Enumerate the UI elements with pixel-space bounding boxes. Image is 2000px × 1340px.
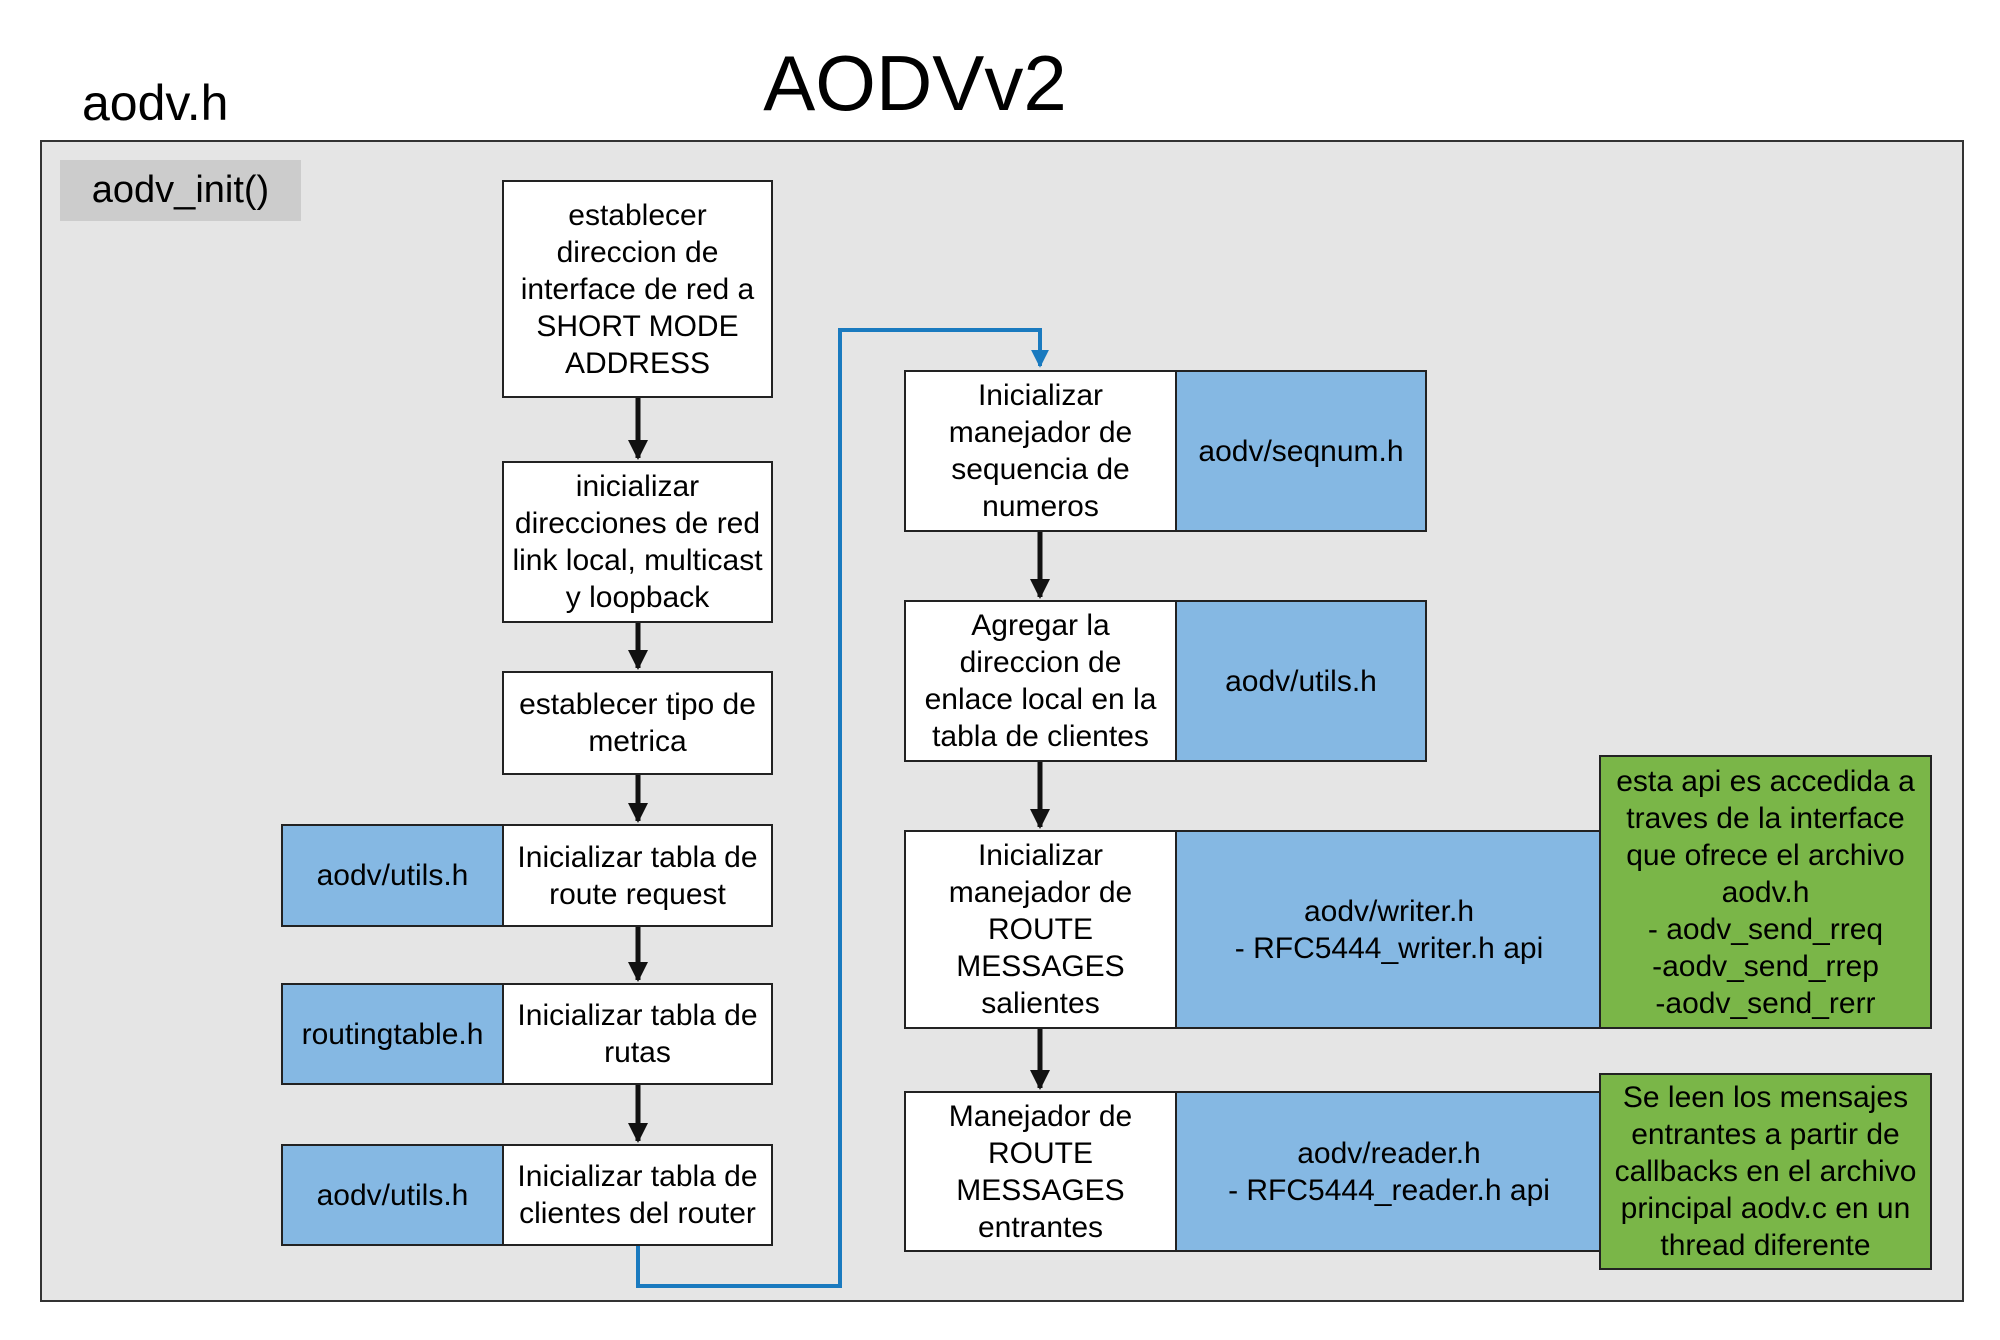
- step-add-link-local-client: Agregar la direccion de enlace local en …: [904, 600, 1177, 762]
- step-init-seqnum-handler: Inicializar manejador de sequencia de nu…: [904, 370, 1177, 532]
- function-label: aodv_init(): [60, 160, 301, 221]
- note-reader-callbacks: Se leen los mensajes entrantes a partir …: [1599, 1073, 1932, 1270]
- module-writer: aodv/writer.h - RFC5444_writer.h api: [1175, 830, 1603, 1029]
- step-init-client-table: Inicializar tabla de clientes del router: [502, 1144, 773, 1246]
- note-writer-api: esta api es accedida a traves de la inte…: [1599, 755, 1932, 1029]
- module-seqnum: aodv/seqnum.h: [1175, 370, 1427, 532]
- module-routingtable: routingtable.h: [281, 983, 504, 1085]
- connector-left-to-right-column: [636, 328, 1049, 1288]
- step-set-short-address: establecer direccion de interface de red…: [502, 180, 773, 398]
- diagram-title: AODVv2: [763, 39, 1067, 127]
- step-init-network-addresses: inicializar direcciones de red link loca…: [502, 461, 773, 623]
- step-set-metric-type: establecer tipo de metrica: [502, 671, 773, 775]
- step-init-route-request-table: Inicializar tabla de route request: [502, 824, 773, 927]
- step-init-outgoing-messages: Inicializar manejador de ROUTE MESSAGES …: [904, 830, 1177, 1029]
- step-incoming-messages-handler: Manejador de ROUTE MESSAGES entrantes: [904, 1091, 1177, 1252]
- module-utils-link-local: aodv/utils.h: [1175, 600, 1427, 762]
- module-utils-client-table: aodv/utils.h: [281, 1144, 504, 1246]
- file-title: aodv.h: [82, 75, 229, 131]
- module-reader: aodv/reader.h - RFC5444_reader.h api: [1175, 1091, 1603, 1252]
- module-utils-route-request: aodv/utils.h: [281, 824, 504, 927]
